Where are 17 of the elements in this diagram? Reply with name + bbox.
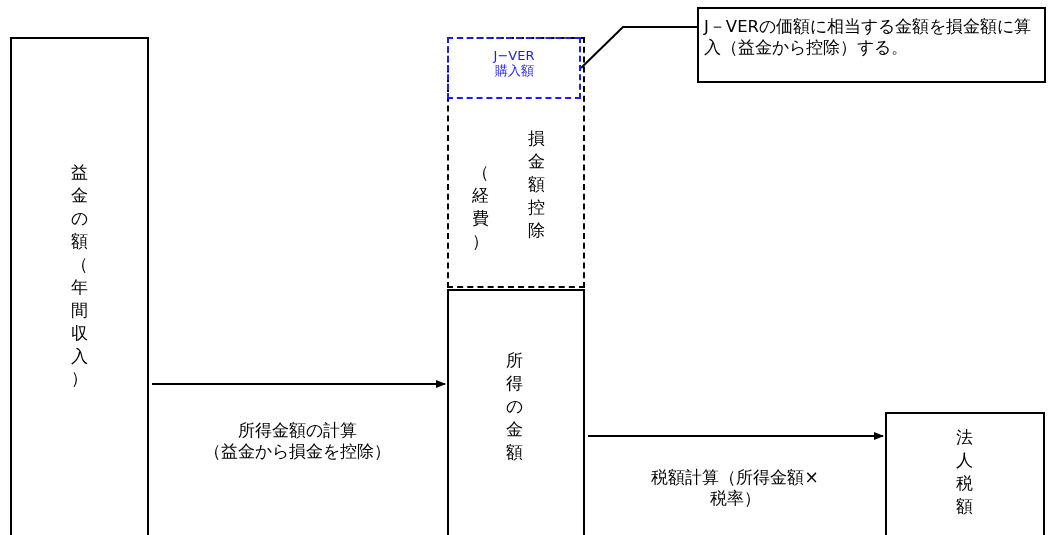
income-amount-column [447, 289, 585, 535]
column-label: 法人税額 [955, 426, 975, 518]
callout-box [697, 7, 1046, 83]
arrow [587, 432, 884, 440]
column-label: 所得の金額 [505, 349, 525, 464]
purchase-box [447, 37, 581, 99]
arrow [151, 380, 446, 388]
purchase-label: J−VER 購入額 [493, 49, 535, 79]
income-column [10, 37, 149, 535]
column-label: 益金の額（年間収入） [70, 161, 90, 391]
tax-column [885, 412, 1045, 535]
column-label: 損金額控除 [527, 127, 547, 242]
callout-text: J－VERの価額に相当する金額を損金額に算入（益金から控除）する。 [704, 17, 1033, 59]
edge-label: 税額計算（所得金額×税率） [650, 467, 820, 510]
expense-column [447, 37, 585, 288]
leader-line [580, 26, 698, 69]
column-sublabel: （経費） [471, 161, 491, 253]
